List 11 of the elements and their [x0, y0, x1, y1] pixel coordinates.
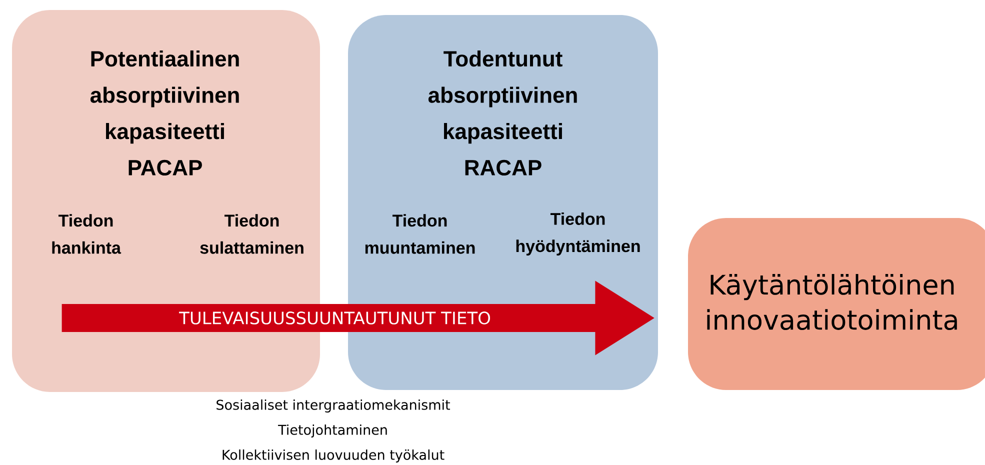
heading-text: Todentunut absorptiivinen kapasiteetti RACAP	[428, 50, 577, 176]
note-text: Tietojohtaminen	[278, 424, 387, 438]
step-label: Tiedon sulattaminen	[200, 214, 304, 254]
step-label: Tiedon muuntaminen	[365, 214, 475, 254]
step-label: Tiedon hankinta	[52, 214, 122, 254]
box-title: Käytäntölähtöinen innovaatiotoiminta	[707, 274, 957, 330]
note-text: Sosiaaliset intergraatiomekanismit	[216, 399, 450, 413]
note-text: Kollektiivisen luovuuden työkalut	[222, 449, 444, 463]
edge-label: TULEVAISUUSSUUNTAUTUNUT TIETO	[179, 312, 490, 324]
step-label: Tiedon hyödyntäminen	[516, 212, 640, 256]
heading-text: Potentiaalinen absorptiivinen kapasiteetti PACAP	[90, 50, 239, 176]
